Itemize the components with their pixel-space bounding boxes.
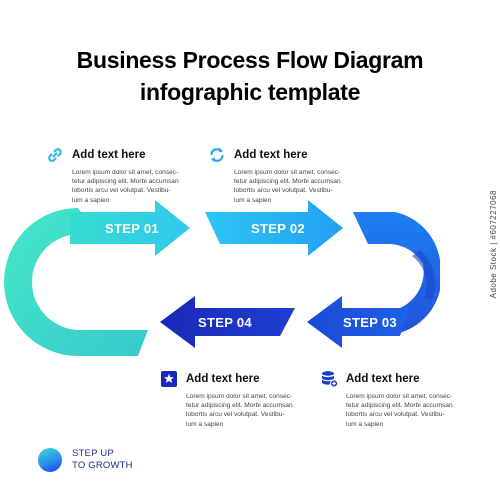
link-icon bbox=[46, 146, 64, 164]
block-heading: Add text here bbox=[234, 149, 308, 161]
block-body: Lorem ipsum dolor sit amet, consec- tetu… bbox=[72, 168, 212, 205]
footer-tagline: STEP UP TO GROWTH bbox=[72, 448, 133, 472]
stock-watermark: Adobe Stock | #607227068 bbox=[489, 190, 498, 299]
right-connector bbox=[353, 212, 440, 334]
footer-gradient-dot bbox=[38, 448, 62, 472]
text-block-top-right: Add text here Lorem ipsum dolor sit amet… bbox=[208, 146, 374, 205]
title-line-1: Business Process Flow Diagram bbox=[76, 47, 424, 73]
block-heading: Add text here bbox=[72, 149, 146, 161]
step-02-arrow bbox=[205, 200, 343, 256]
step-01-label: STEP 01 bbox=[105, 221, 159, 236]
step-04-label: STEP 04 bbox=[198, 315, 252, 330]
body-line: Lorem ipsum dolor sit amet, consec- bbox=[186, 393, 293, 400]
body-line: lobortis arcu vel volutpat. Vestibu- bbox=[346, 411, 445, 419]
text-block-bottom-left: Add text here Lorem ipsum dolor sit amet… bbox=[160, 370, 326, 429]
database-icon bbox=[320, 370, 339, 388]
step-01-arrow bbox=[70, 200, 190, 256]
body-line: tetur adipiscing elit. Morbi accumsan bbox=[346, 402, 453, 410]
block-body: Lorem ipsum dolor sit amet, consec- tetu… bbox=[234, 168, 374, 205]
title-line-2: infographic template bbox=[139, 79, 361, 105]
footer-line-2: TO GROWTH bbox=[72, 460, 133, 471]
block-heading: Add text here bbox=[186, 373, 260, 385]
text-block-bottom-right: Add text here Lorem ipsum dolor sit amet… bbox=[320, 370, 486, 429]
left-connector bbox=[4, 208, 148, 356]
step-04-arrow bbox=[160, 296, 295, 348]
body-line: tetur adipiscing elit. Morbi accumsan bbox=[234, 178, 341, 186]
text-block-top-left: Add text here Lorem ipsum dolor sit amet… bbox=[46, 146, 212, 205]
body-line: Lorem ipsum dolor sit amet, consec- bbox=[234, 169, 341, 176]
body-line: lum a sapien bbox=[234, 196, 272, 204]
refresh-icon bbox=[208, 146, 226, 164]
body-line: lum a sapien bbox=[72, 196, 110, 204]
body-line: lobortis arcu vel volutpat. Vestibu- bbox=[186, 411, 285, 419]
body-line: tetur adipiscing elit. Morbi accumsan bbox=[186, 402, 293, 410]
block-body: Lorem ipsum dolor sit amet, consec- tetu… bbox=[186, 392, 326, 429]
page-title: Business Process Flow Diagram infographi… bbox=[0, 44, 500, 108]
body-line: Lorem ipsum dolor sit amet, consec- bbox=[346, 393, 453, 400]
body-line: lum a sapien bbox=[186, 420, 224, 428]
block-body: Lorem ipsum dolor sit amet, consec- tetu… bbox=[346, 392, 486, 429]
footer-line-1: STEP UP bbox=[72, 448, 114, 459]
body-line: lobortis arcu vel volutpat. Vestibu- bbox=[72, 187, 171, 195]
body-line: Lorem ipsum dolor sit amet, consec- bbox=[72, 169, 179, 176]
body-line: lum a sapien bbox=[346, 420, 384, 428]
step-03-arrow bbox=[307, 296, 410, 348]
step-02-label: STEP 02 bbox=[251, 221, 305, 236]
step-03-label: STEP 03 bbox=[343, 315, 397, 330]
footer: STEP UP TO GROWTH bbox=[38, 448, 133, 472]
right-connector-fold bbox=[412, 250, 436, 300]
body-line: tetur adipiscing elit. Morbi accumsan bbox=[72, 178, 179, 186]
block-heading: Add text here bbox=[346, 373, 420, 385]
star-icon bbox=[160, 370, 178, 388]
flow-diagram: STEP 01 STEP 02 STEP 03 STEP 04 bbox=[4, 200, 440, 356]
body-line: lobortis arcu vel volutpat. Vestibu- bbox=[234, 187, 333, 195]
